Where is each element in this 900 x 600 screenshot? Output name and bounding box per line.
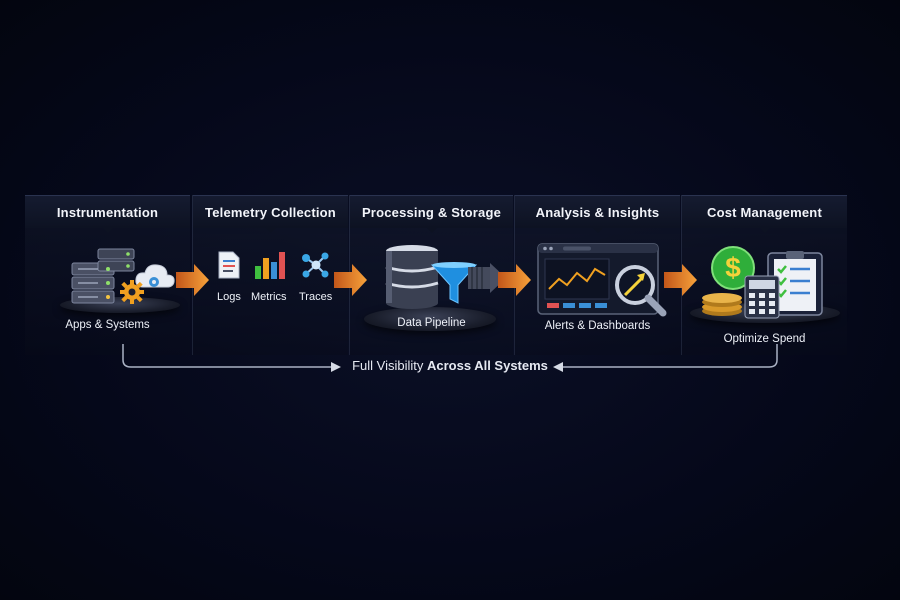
stage-telemetry-collection: Telemetry Collection Logs Metrics Traces (192, 195, 348, 355)
telemetry-item-logs: Logs (217, 291, 241, 303)
checklist-clipboard-icon (767, 251, 823, 316)
traces-network-icon (302, 252, 329, 278)
visibility-caption-prefix: Full Visibility (352, 358, 427, 373)
telemetry-item-traces: Traces (299, 291, 333, 303)
calculator-icon (744, 275, 780, 319)
log-document-icon (218, 251, 240, 279)
bar-chart-icon (255, 252, 285, 279)
stage-caption: Apps & Systems (65, 319, 150, 331)
flow-arrow-1 (176, 264, 209, 296)
stage-title: Analysis & Insights (515, 195, 680, 228)
small-gear-icon (149, 277, 159, 287)
header-notch (758, 227, 771, 233)
flow-arrow-3 (498, 264, 531, 296)
filter-funnel-icon (430, 262, 478, 304)
stage-caption: Optimize Spend (723, 333, 806, 345)
gear-icon (120, 280, 144, 304)
dollar-coin-icon: $ (711, 246, 755, 290)
stage-instrumentation: Instrumentation (25, 195, 190, 355)
stage-title: Instrumentation (25, 195, 190, 228)
pedestal (364, 307, 496, 331)
telemetry-item-metrics: Metrics (251, 291, 287, 303)
cloud-icon (135, 264, 175, 288)
flow-arrow-2 (334, 264, 367, 296)
header-notch (591, 227, 604, 233)
stage-title: Processing & Storage (350, 195, 513, 228)
visibility-connector (122, 344, 778, 372)
coin-stack-icon (702, 293, 742, 316)
magnifier-icon (615, 265, 667, 317)
svg-text:$: $ (725, 252, 741, 283)
visibility-caption-emphasis: Across All Systems (426, 358, 548, 373)
flow-arrow-4 (664, 264, 697, 296)
stage-processing-storage: Processing & Storage Data Pipeline (349, 195, 513, 355)
database-icon (385, 245, 439, 309)
header-notch (264, 227, 277, 233)
stage-caption: Data Pipeline (397, 317, 466, 329)
server-stack-icon (71, 248, 135, 304)
header-notch (425, 227, 438, 233)
visibility-caption: Full Visibility Across All Systems (0, 358, 900, 373)
stage-caption: Alerts & Dashboards (544, 320, 651, 332)
stage-cost-management: Cost Management $ (681, 195, 847, 355)
stage-title: Telemetry Collection (193, 195, 348, 228)
stage-analysis-insights: Analysis & Insights Alerts & Dashboards (514, 195, 680, 355)
header-notch (101, 227, 114, 233)
stage-title: Cost Management (682, 195, 847, 228)
